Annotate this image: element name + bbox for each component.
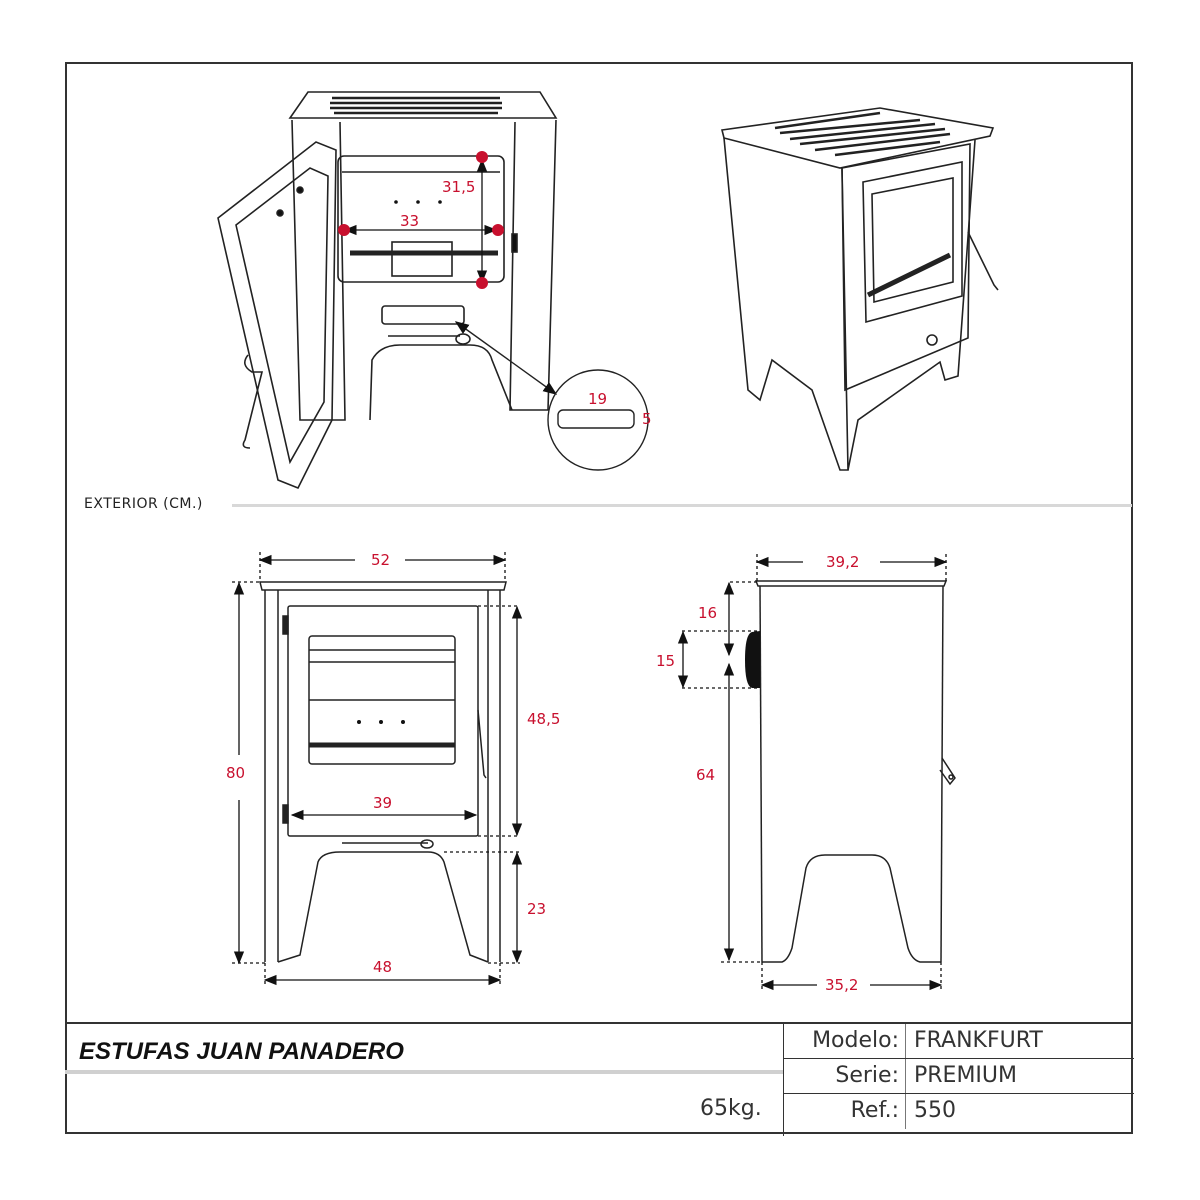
spec-value: PREMIUM	[914, 1063, 1018, 1088]
base-width-label: 48	[373, 958, 392, 976]
flue-outlet	[745, 631, 760, 688]
depth-top-label: 39,2	[826, 553, 859, 571]
side-elevation	[754, 580, 956, 963]
iso-front-stove	[217, 91, 558, 490]
spec-key: Serie:	[784, 1059, 906, 1093]
section-divider	[232, 504, 1132, 507]
drawing-frame	[65, 62, 1133, 1134]
side-dimension-lines	[677, 554, 948, 991]
spec-row-model: Modelo: FRANKFURT	[784, 1024, 1134, 1059]
spec-row-series: Serie: PREMIUM	[784, 1059, 1134, 1094]
spec-key: Modelo:	[784, 1024, 906, 1058]
weight-value: 65kg.	[700, 1096, 762, 1121]
front-elevation	[259, 581, 507, 963]
flue-diameter-label: 15	[656, 652, 675, 670]
spec-row-ref: Ref.: 550	[784, 1094, 1134, 1129]
front-dimension-lines	[232, 552, 523, 986]
leg-height-label: 23	[527, 900, 546, 918]
firebox-width-label: 33	[400, 212, 419, 230]
firebox-height-label: 31,5	[442, 178, 475, 196]
door-height-label: 48,5	[527, 710, 560, 728]
spec-value: 550	[914, 1098, 956, 1123]
spec-table: Modelo: FRANKFURT Serie: PREMIUM Ref.: 5…	[783, 1024, 1134, 1136]
overall-width-label: 52	[371, 551, 390, 569]
spec-key: Ref.:	[784, 1094, 906, 1129]
brand-divider	[65, 1070, 783, 1074]
firebox-dimension-markers	[338, 151, 504, 289]
title-block: ESTUFAS JUAN PANADERO 65kg. Modelo: FRAN…	[65, 1022, 1134, 1136]
ashpan-width-label: 19	[588, 390, 607, 408]
ashpan-height-label: 5	[642, 410, 652, 428]
spec-value: FRANKFURT	[914, 1028, 1043, 1053]
front-elevation-dots	[357, 720, 405, 724]
overall-height-label: 80	[226, 764, 245, 782]
base-depth-label: 35,2	[825, 976, 858, 994]
brand-name: ESTUFAS JUAN PANADERO	[79, 1038, 404, 1065]
flue-offset-label: 16	[698, 604, 717, 622]
ashpan-callout	[454, 321, 649, 471]
iso-side-stove	[721, 107, 999, 471]
flue-floor-label: 64	[696, 766, 715, 784]
section-label: EXTERIOR (CM.)	[84, 496, 203, 512]
door-width-label: 39	[373, 794, 392, 812]
